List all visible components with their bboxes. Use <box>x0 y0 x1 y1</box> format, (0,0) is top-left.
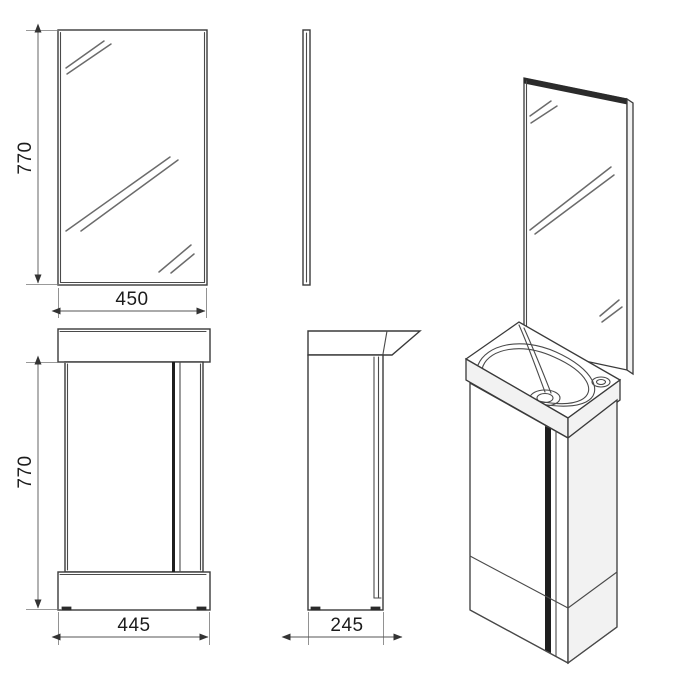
mirror-3d-shine-center <box>529 166 615 235</box>
cabinet-3d-bowl-crease-a <box>518 324 546 393</box>
cabinet-front-door-gap <box>172 362 175 572</box>
dimension-cabinet-depth: 245 <box>281 612 403 645</box>
cabinet-depth-value: 245 <box>330 615 363 636</box>
view-cabinet-front <box>57 328 211 611</box>
cabinet-side-basin-top <box>307 330 422 356</box>
cabinet-front-foot-right <box>196 606 207 611</box>
mirror-front-panel <box>57 29 208 286</box>
mirror-3d-shine-bottom <box>599 299 623 323</box>
dimension-cabinet-width: 445 <box>51 612 210 645</box>
view-cabinet-3d <box>464 321 622 665</box>
cabinet-width-value: 445 <box>117 615 150 636</box>
cabinet-side-basin-nose <box>382 330 388 355</box>
cabinet-side-foot-right <box>370 606 381 611</box>
cabinet-height-value: 770 <box>15 455 36 488</box>
cabinet-front-basin-top <box>57 328 211 363</box>
cabinet-front-body <box>64 361 204 573</box>
mirror-3d-side-thickness <box>626 97 634 376</box>
dimension-cabinet-height: 770 <box>15 355 68 610</box>
cabinet-3d-tap-hole-outer <box>591 376 611 388</box>
view-mirror-3d <box>523 77 634 376</box>
cabinet-3d-bowl-crease-b <box>523 327 552 394</box>
mirror-front-shine-center <box>65 156 179 232</box>
cabinet-front-foot-left <box>61 606 72 611</box>
mirror-front-shine-bottom <box>158 244 195 274</box>
mirror-3d-shine-top <box>529 100 558 124</box>
cabinet-3d-body-right-face <box>567 398 618 665</box>
cabinet-3d-basin-right-face <box>567 378 621 440</box>
view-cabinet-side <box>307 330 422 611</box>
cabinet-side-foot-left <box>310 606 321 611</box>
mirror-front-shine-top <box>65 40 112 75</box>
dimension-mirror-height: 770 <box>15 23 62 285</box>
cabinet-3d-drain-inner <box>536 392 554 404</box>
cabinet-side-body <box>307 354 384 611</box>
cabinet-3d-door-gap <box>545 426 551 653</box>
mirror-width-value: 450 <box>115 289 148 310</box>
cabinet-3d-tap-hole-inner <box>595 378 607 386</box>
mirror-3d-face <box>523 77 628 371</box>
dimension-mirror-width: 450 <box>51 288 207 318</box>
view-mirror-front <box>57 29 208 286</box>
view-mirror-side <box>302 29 311 286</box>
mirror-height-value: 770 <box>15 141 36 174</box>
cabinet-3d-bottom-edge <box>469 609 618 664</box>
cabinet-front-plinth <box>57 571 211 611</box>
cabinet-3d-plinth-line-right <box>567 571 618 609</box>
cabinet-3d-plinth-line-front <box>469 555 569 609</box>
